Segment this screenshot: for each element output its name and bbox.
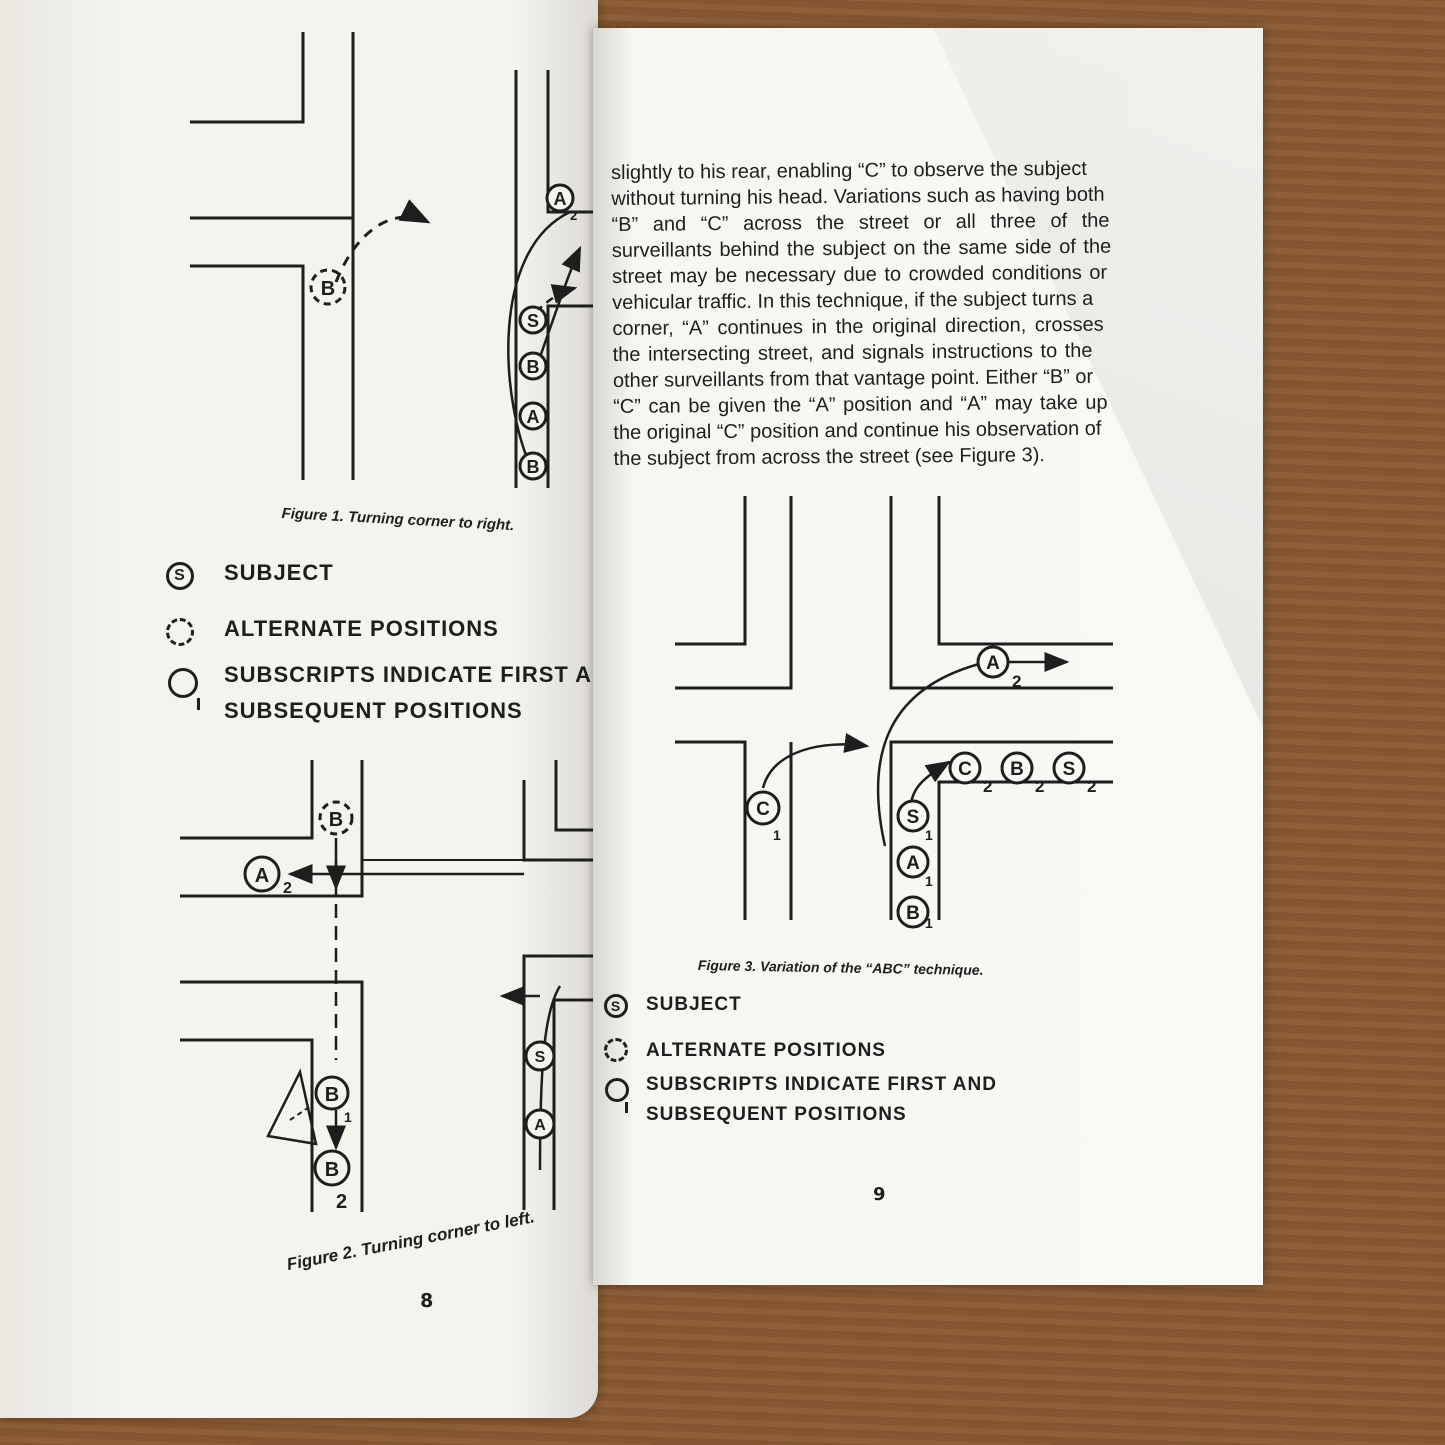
body-paragraph: slightly to his rear, enabling “C” to ob…: [611, 155, 1199, 472]
figure-3-diagram: A 2 C 2 B 2 S 2 C 1 S 1 A 1 B 1: [675, 496, 1113, 931]
body-line: surveillants behind the subject on the s…: [611, 235, 1112, 262]
legend-subject-label: SUBJECT: [646, 994, 742, 1015]
fig3-c1-label: C: [756, 799, 770, 820]
legend-alternate-label: ALTERNATE POSITIONS: [646, 1040, 886, 1061]
fig3-a1-label: A: [906, 853, 920, 874]
dashed-circle-icon: [166, 618, 194, 646]
figure-3-caption: Figure 3. Variation of the “ABC” techniq…: [697, 957, 984, 978]
figure-1-diagram: B A 2 S B A B: [190, 32, 598, 488]
fig2-b-bottom-label: B: [325, 1159, 339, 1181]
body-line: the subject from across the street (see …: [613, 444, 1045, 470]
fig2-s-label: S: [535, 1049, 546, 1066]
fig2-b-lower-label: B: [325, 1084, 339, 1106]
page-number-right: 9: [873, 1184, 886, 1205]
subscript-tick-icon: [625, 1102, 628, 1113]
legend-subscripts-line2: SUBSEQUENT POSITIONS: [646, 1104, 907, 1125]
fig3-s2-label: S: [1063, 759, 1076, 780]
legend-alternate-label: ALTERNATE POSITIONS: [224, 616, 499, 641]
fig1-b-mid-label: B: [527, 357, 540, 377]
right-page: slightly to his rear, enabling “C” to ob…: [593, 28, 1263, 1285]
fig3-c1-subscript: 1: [773, 827, 781, 843]
fig3-b2-label: B: [1010, 759, 1024, 780]
fig3-s2-subscript: 2: [1087, 777, 1096, 796]
fig3-s1-subscript: 1: [925, 827, 933, 843]
fig2-b-lower-subscript: 1: [344, 1109, 352, 1125]
fig2-b-top-label: B: [329, 809, 343, 831]
subject-symbol-icon: S: [166, 562, 194, 590]
fig3-a2-label: A: [986, 653, 1000, 674]
legend-subscripts-line1: SUBSCRIPTS INDICATE FIRST A: [224, 662, 593, 687]
fig2-a-label: A: [255, 865, 269, 887]
fig1-s-label: S: [527, 311, 539, 331]
fig2-a-subscript: 2: [283, 880, 292, 897]
fig3-c2-subscript: 2: [983, 777, 992, 796]
dashed-circle-icon: [604, 1038, 628, 1062]
subject-symbol-icon: S: [604, 994, 628, 1018]
page-number-left: 8: [419, 1289, 434, 1313]
fig2-b-bottom-subscript: 2: [336, 1191, 347, 1213]
legend-subscripts-line2: SUBSEQUENT POSITIONS: [224, 698, 523, 723]
figure-1-caption: Figure 1. Turning corner to right.: [281, 505, 515, 535]
fig3-a1-subscript: 1: [925, 873, 933, 889]
fig1-a-mid-label: A: [527, 407, 540, 427]
fig3-c2-label: C: [958, 759, 972, 780]
fig3-b1-label: B: [906, 903, 920, 924]
subscript-tick-icon: [197, 698, 200, 710]
fig3-b1-subscript: 1: [925, 915, 933, 931]
fig3-a2-subscript: 2: [1012, 672, 1021, 691]
legend-subject-label: SUBJECT: [224, 560, 334, 585]
fig1-b-low-label: B: [527, 457, 540, 477]
fig3-s1-label: S: [907, 807, 920, 828]
fig1-a-top-label: A: [554, 189, 567, 209]
fig1-b-alt-label: B: [321, 278, 335, 300]
figure-2-diagram: B A 2 B 1 B 2 S A: [180, 760, 598, 1213]
open-circle-icon: [168, 668, 198, 698]
fig2-a-right-label: A: [534, 1117, 546, 1134]
open-circle-icon: [605, 1078, 629, 1102]
fig3-b2-subscript: 2: [1035, 777, 1044, 796]
fig1-a-top-subscript: 2: [570, 208, 577, 223]
left-page: B A 2 S B A B Figure 1. Turning corner t…: [0, 0, 598, 1418]
legend-subscripts-line1: SUBSCRIPTS INDICATE FIRST AND: [646, 1074, 997, 1095]
